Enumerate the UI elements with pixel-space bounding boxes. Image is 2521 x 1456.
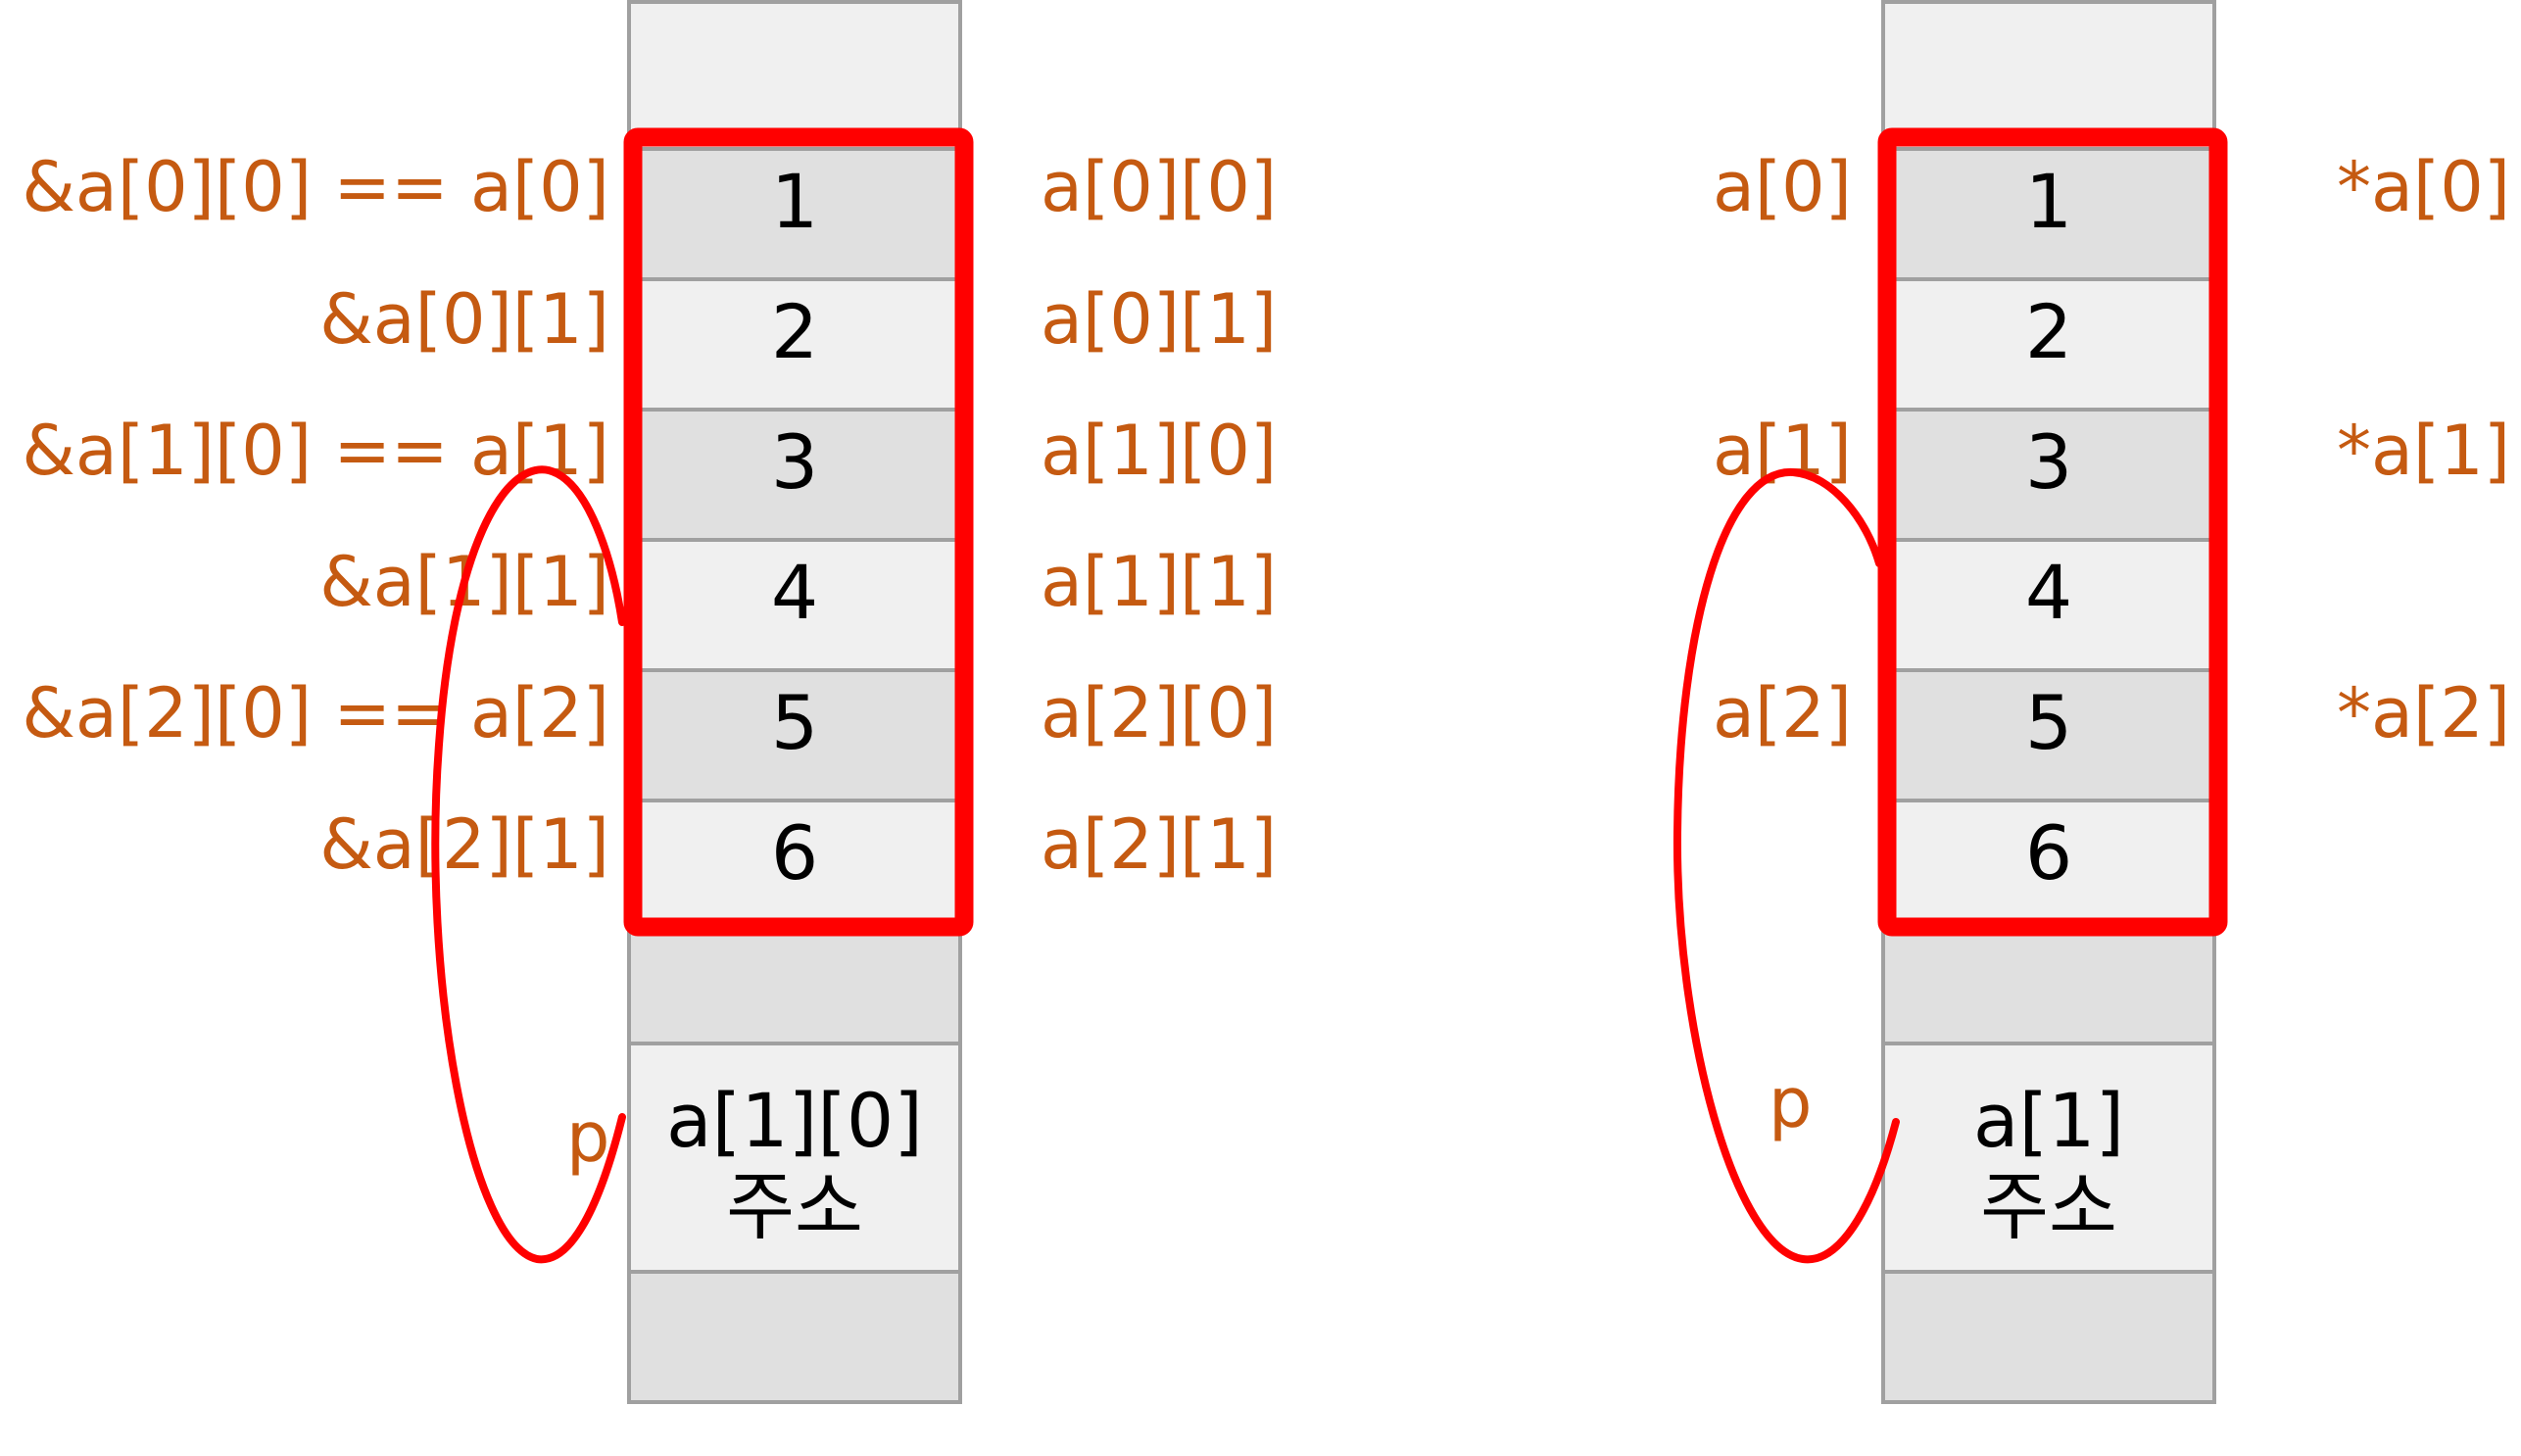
left-pointer-name: p (566, 1097, 609, 1178)
left-element-label-6: a[2][1] (1041, 804, 1277, 885)
left-address-label-5: &a[2][0] == a[2] (22, 673, 609, 753)
left-value-2: 2 (771, 288, 818, 375)
left-element-label-5: a[2][0] (1041, 673, 1277, 753)
left-element-label-2: a[0][1] (1041, 279, 1277, 360)
right-cell-gap (1881, 929, 2216, 1045)
right-panel: 1 2 3 4 5 6 a[0] a[1] a[2] *a[0] *a[1] *… (1673, 0, 2510, 1404)
left-pointer-value-line1: a[1][0] (666, 1077, 923, 1164)
right-value-4: 4 (2025, 549, 2072, 636)
left-array-highlight-box (623, 127, 974, 937)
left-cell-bottom-empty (627, 1270, 962, 1404)
right-array-highlight-box (1877, 127, 2228, 937)
right-address-label-1: a[0] (1713, 147, 1852, 227)
left-pointer-arrow-curve (431, 465, 626, 1264)
left-pointer-value-line2: 주소 (726, 1163, 863, 1250)
right-pointer-value-line2: 주소 (1980, 1163, 2117, 1250)
right-value-5: 5 (2025, 679, 2072, 766)
right-cell-bottom-empty (1881, 1270, 2216, 1404)
left-element-labels: a[0][0] a[0][1] a[1][0] a[1][1] a[2][0] … (1041, 147, 1277, 885)
left-cell-gap (627, 929, 962, 1045)
left-cell-values: 1 2 3 4 5 6 (771, 158, 818, 897)
right-cell-pointer (1881, 1042, 2216, 1274)
left-value-5: 5 (771, 679, 818, 766)
right-cell-value-6 (1881, 799, 2216, 933)
left-element-label-4: a[1][1] (1041, 542, 1277, 622)
left-value-1: 1 (771, 158, 818, 245)
left-memory-column (627, 0, 962, 1404)
right-address-labels: a[0] a[1] a[2] (1713, 147, 1852, 753)
left-address-label-1: &a[0][0] == a[0] (22, 147, 609, 227)
right-memory-column (1881, 0, 2216, 1404)
right-pointer-name: p (1769, 1063, 1812, 1143)
right-element-label-1: *a[0] (2337, 147, 2510, 227)
left-address-labels: &a[0][0] == a[0] &a[0][1] &a[1][0] == a[… (22, 147, 609, 885)
right-cell-value-2 (1881, 277, 2216, 412)
right-element-label-3: *a[1] (2337, 411, 2510, 491)
left-panel: 1 2 3 4 5 6 &a[0][0] == a[0] &a[0][1] &a… (22, 0, 1277, 1404)
left-address-label-2: &a[0][1] (319, 279, 609, 360)
right-cell-values: 1 2 3 4 5 6 (2025, 158, 2072, 897)
right-cell-top-empty (1881, 0, 2216, 151)
left-element-label-1: a[0][0] (1041, 147, 1277, 227)
left-value-4: 4 (771, 549, 818, 636)
left-value-3: 3 (771, 418, 818, 506)
left-address-label-6: &a[2][1] (319, 804, 609, 885)
right-value-2: 2 (2025, 288, 2072, 375)
right-element-labels: *a[0] *a[1] *a[2] (2337, 147, 2510, 753)
right-cell-value-1 (1881, 147, 2216, 281)
right-value-1: 1 (2025, 158, 2072, 245)
right-address-label-5: a[2] (1713, 673, 1852, 753)
right-value-3: 3 (2025, 418, 2072, 506)
right-value-6: 6 (2025, 809, 2072, 897)
right-cell-value-4 (1881, 538, 2216, 672)
right-pointer-value-line1: a[1] (1973, 1077, 2124, 1164)
left-value-6: 6 (771, 809, 818, 897)
right-pointer-arrow-curve (1673, 467, 1900, 1264)
right-element-label-5: *a[2] (2337, 673, 2510, 753)
left-element-label-3: a[1][0] (1041, 411, 1277, 491)
right-cell-value-3 (1881, 408, 2216, 542)
left-address-label-3: &a[1][0] == a[1] (22, 411, 609, 491)
left-cell-value-2 (627, 277, 962, 412)
left-cell-value-1 (627, 147, 962, 281)
left-cell-top-empty (627, 0, 962, 151)
right-address-label-3: a[1] (1713, 411, 1852, 491)
